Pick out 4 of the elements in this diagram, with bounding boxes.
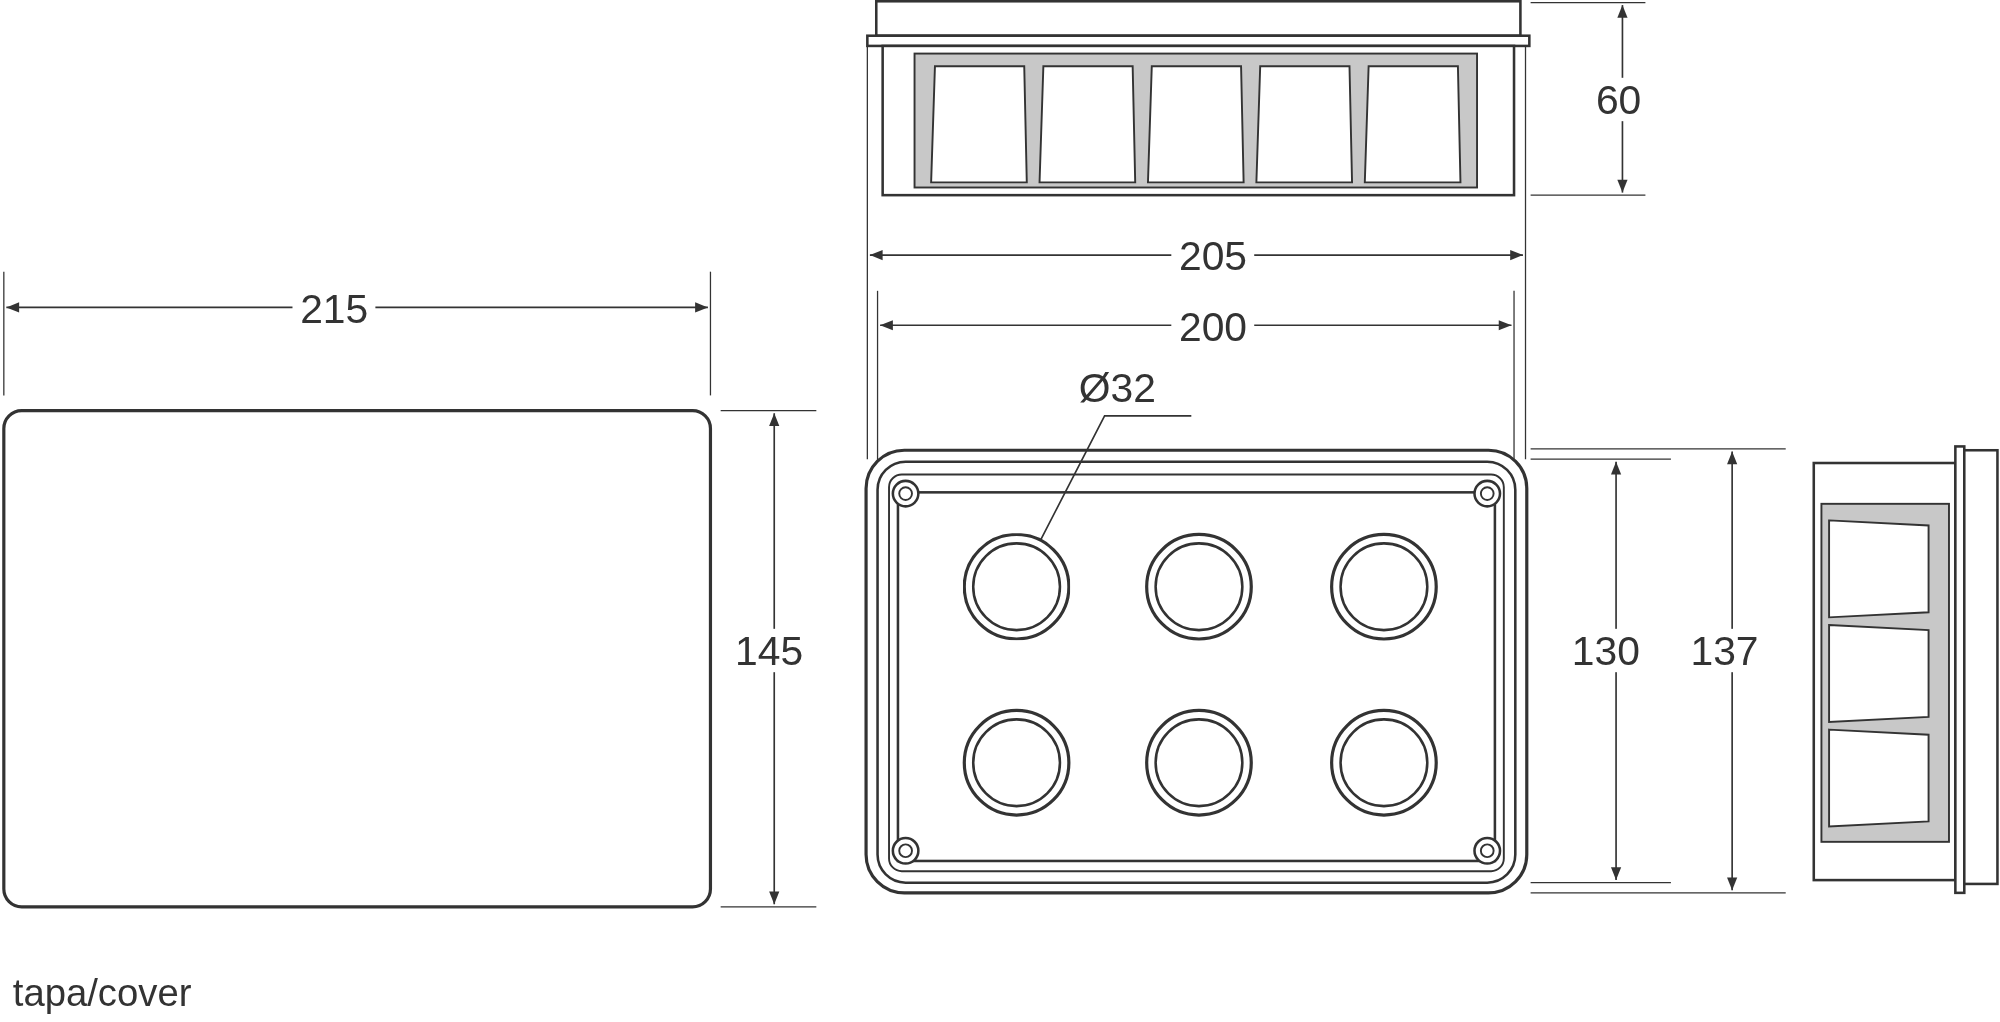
knockout-hole — [963, 533, 1071, 641]
leader-line — [1040, 415, 1193, 540]
callout-label: Ø32 — [1068, 364, 1166, 411]
caption-text: tapa/cover — [12, 971, 192, 1016]
